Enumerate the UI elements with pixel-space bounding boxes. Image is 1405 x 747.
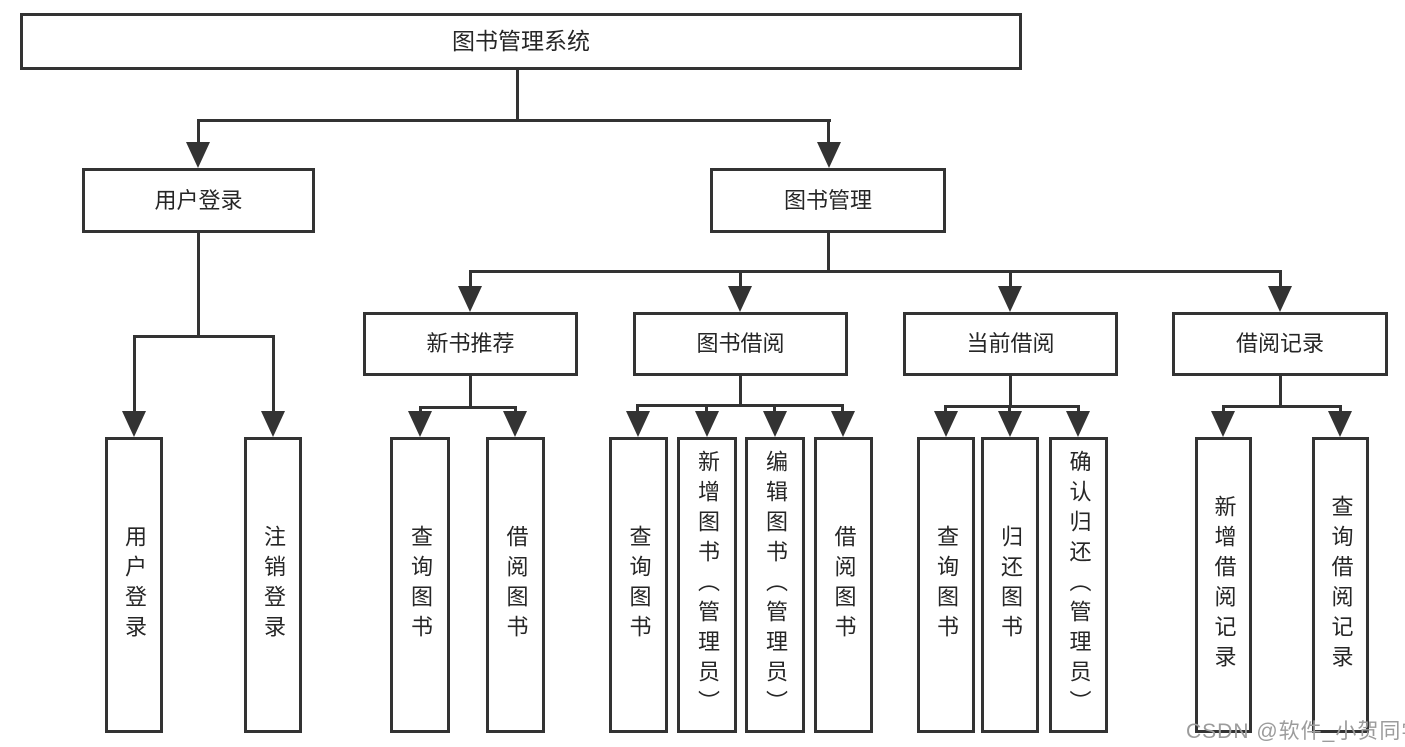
node-current-borrow-label: 当前借阅 — [966, 331, 1055, 356]
leaf-current-query-books-label: 查询图书 — [934, 525, 959, 645]
node-root-label: 图书管理系统 — [452, 28, 590, 54]
arrow-down-icon — [186, 142, 210, 168]
connector-line — [469, 376, 472, 409]
arrow-down-icon — [1328, 411, 1352, 437]
connector-bar — [636, 404, 844, 407]
connector-line — [197, 119, 200, 146]
node-new-book-recommend: 新书推荐 — [363, 312, 578, 376]
leaf-borrow-borrow-books-label: 借阅图书 — [831, 525, 857, 645]
leaf-user-login: 用户登录 — [105, 437, 163, 733]
arrow-down-icon — [998, 411, 1022, 437]
leaf-return-book: 归还图书 — [981, 437, 1039, 733]
leaf-current-query-books: 查询图书 — [917, 437, 975, 733]
connector-line — [1339, 405, 1342, 415]
arrow-down-icon — [408, 411, 432, 437]
arrow-down-icon — [626, 411, 650, 437]
connector-root-stem — [516, 70, 519, 122]
leaf-borrow-query-books-label: 查询图书 — [626, 525, 652, 645]
arrow-down-icon — [1211, 411, 1235, 437]
connector-line — [841, 404, 844, 415]
node-user-login-label: 用户登录 — [154, 187, 243, 213]
leaf-add-book-admin-label: 新增图书（管理员） — [695, 450, 720, 720]
connector-line — [1008, 405, 1011, 415]
leaf-query-borrow-record: 查询借阅记录 — [1312, 437, 1369, 733]
connector-line — [272, 335, 275, 415]
node-borrow-records-label: 借阅记录 — [1235, 331, 1324, 356]
leaf-borrow-query-books: 查询图书 — [609, 437, 668, 733]
connector-line — [1222, 405, 1225, 415]
arrow-down-icon — [998, 286, 1022, 312]
connector-line — [773, 404, 776, 415]
node-borrow-records: 借阅记录 — [1172, 312, 1388, 376]
node-book-management: 图书管理 — [710, 168, 946, 233]
arrow-down-icon — [763, 411, 787, 437]
arrow-down-icon — [1066, 411, 1090, 437]
arrow-down-icon — [122, 411, 146, 437]
connector-bar — [944, 405, 1080, 408]
connector-line — [1009, 270, 1012, 290]
connector-line — [739, 270, 742, 290]
leaf-logout-label: 注销登录 — [261, 525, 286, 645]
leaf-borrow-borrow-books: 借阅图书 — [814, 437, 873, 733]
arrow-down-icon — [458, 286, 482, 312]
leaf-recommend-borrow-books: 借阅图书 — [486, 437, 545, 733]
csdn-watermark: CSDN @软件_小贺同学 — [1186, 720, 1405, 743]
arrow-down-icon — [817, 142, 841, 168]
connector-level1-bar — [197, 119, 831, 122]
leaf-add-borrow-record-label: 新增借阅记录 — [1211, 495, 1237, 675]
node-root: 图书管理系统 — [20, 13, 1022, 70]
connector-line — [739, 376, 742, 407]
arrow-down-icon — [1268, 286, 1292, 312]
connector-line — [419, 406, 422, 415]
connector-line — [944, 405, 947, 415]
connector-line — [827, 119, 830, 146]
connector-line — [1279, 270, 1282, 290]
arrow-down-icon — [695, 411, 719, 437]
leaf-recommend-query-books: 查询图书 — [390, 437, 450, 733]
node-current-borrow: 当前借阅 — [903, 312, 1118, 376]
leaf-return-book-label: 归还图书 — [998, 525, 1023, 645]
connector-line — [514, 406, 517, 415]
leaf-confirm-return-admin: 确认归还（管理员） — [1049, 437, 1108, 733]
arrow-down-icon — [728, 286, 752, 312]
arrow-down-icon — [934, 411, 958, 437]
connector-line — [636, 404, 639, 415]
connector-bar — [133, 335, 275, 338]
node-book-management-label: 图书管理 — [783, 187, 872, 213]
leaf-edit-book-admin-label: 编辑图书（管理员） — [763, 450, 788, 720]
connector-line — [1077, 405, 1080, 415]
leaf-edit-book-admin: 编辑图书（管理员） — [745, 437, 805, 733]
connector-line — [469, 270, 472, 290]
connector-line — [1009, 376, 1012, 408]
leaf-confirm-return-admin-label: 确认归还（管理员） — [1066, 450, 1092, 720]
node-user-login: 用户登录 — [82, 168, 315, 233]
connector-bar — [1222, 405, 1342, 408]
connector-bar — [419, 406, 517, 409]
leaf-add-borrow-record: 新增借阅记录 — [1195, 437, 1252, 733]
connector-level2-bar — [469, 270, 1281, 273]
arrow-down-icon — [831, 411, 855, 437]
node-new-book-recommend-label: 新书推荐 — [426, 331, 515, 356]
leaf-add-book-admin: 新增图书（管理员） — [677, 437, 737, 733]
node-book-borrow: 图书借阅 — [633, 312, 848, 376]
leaf-query-borrow-record-label: 查询借阅记录 — [1328, 495, 1354, 675]
connector-line — [705, 404, 708, 415]
leaf-recommend-query-books-label: 查询图书 — [408, 525, 433, 645]
arrow-down-icon — [503, 411, 527, 437]
connector-line — [827, 233, 830, 273]
arrow-down-icon — [261, 411, 285, 437]
connector-line — [197, 233, 200, 338]
connector-line — [133, 335, 136, 415]
connector-line — [1279, 376, 1282, 408]
leaf-logout: 注销登录 — [244, 437, 302, 733]
leaf-recommend-borrow-books-label: 借阅图书 — [503, 525, 529, 645]
leaf-user-login-label: 用户登录 — [122, 525, 147, 645]
node-book-borrow-label: 图书借阅 — [696, 331, 785, 356]
